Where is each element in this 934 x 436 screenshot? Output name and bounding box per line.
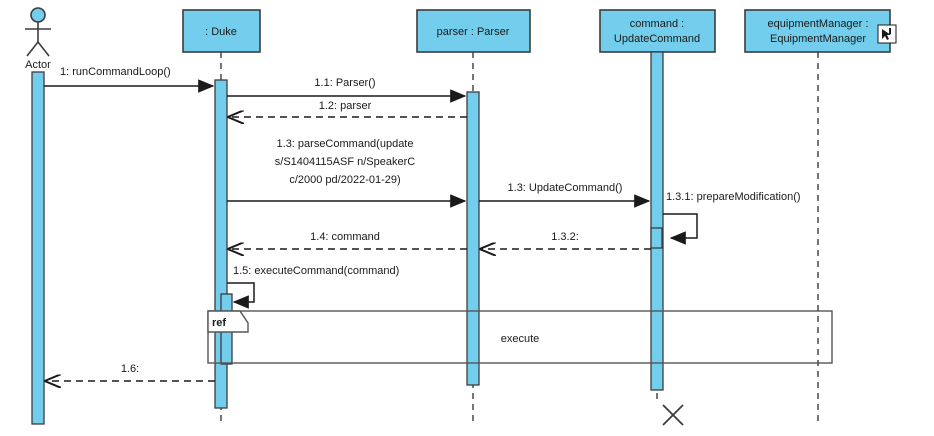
duke-label: : Duke [205, 26, 237, 38]
command-destruction-marker [662, 404, 684, 426]
message-execute-command-arrow [227, 282, 255, 309]
fragment-ref-execute[interactable]: ref execute [207, 310, 833, 364]
command-activation-bar[interactable] [650, 51, 664, 391]
actor-activation-bar[interactable] [31, 71, 45, 425]
command-header-box[interactable] [599, 9, 716, 53]
message-update-command-constructor-label: 1.3: UpdateCommand() [508, 182, 623, 194]
message-command-return[interactable]: 1.4: command [229, 231, 467, 249]
message-prepare-modification-label: 1.3.1: prepareModification() [666, 191, 801, 203]
duke-header-box[interactable] [182, 9, 261, 53]
message-parser-return[interactable]: 1.2: parser [229, 100, 467, 117]
message-update-command-return-label: 1.3.2: [551, 231, 579, 243]
message-prepare-modification-arrow [663, 213, 698, 245]
message-parse-command[interactable]: 1.3: parseCommand(update s/S1404115ASF n… [227, 138, 467, 208]
fragment-ref-execute-operator: ref [212, 317, 226, 329]
actor-leg-right-icon [37, 41, 50, 57]
message-execute-command-label: 1.5: executeCommand(command) [233, 265, 399, 277]
message-command-return-label: 1.4: command [310, 231, 380, 243]
message-loop-return-label: 1.6: [121, 363, 139, 375]
participant-actor[interactable]: Actor [25, 7, 51, 425]
message-run-command-loop-label: 1: runCommandLoop() [60, 66, 171, 78]
message-parser-return-label: 1.2: parser [319, 100, 372, 112]
participant-parser[interactable]: parser : Parser [416, 9, 531, 426]
message-update-command-return[interactable]: 1.3.2: [481, 231, 651, 249]
actor-leg-left-icon [26, 41, 39, 57]
participant-command[interactable]: command : UpdateCommand [599, 9, 716, 426]
command-nested-activation-bar[interactable] [650, 227, 663, 249]
parser-label: parser : Parser [437, 26, 510, 38]
actor-head-icon [30, 7, 46, 23]
fragment-ref-execute-tab [207, 310, 249, 333]
command-label-line2: UpdateCommand [614, 33, 700, 45]
message-prepare-modification[interactable]: 1.3.1: prepareModification() [663, 191, 801, 245]
fragment-ref-execute-box [207, 310, 833, 364]
fragment-ref-execute-body-label: execute [501, 333, 540, 345]
actor-label: Actor [25, 59, 51, 71]
message-parser-constructor[interactable]: 1.1: Parser() [227, 77, 467, 103]
message-parse-command-label-line3: c/2000 pd/2022-01-29) [289, 174, 400, 186]
message-update-command-constructor[interactable]: 1.3: UpdateCommand() [479, 182, 651, 208]
message-parse-command-label-line1: 1.3: parseCommand(update [277, 138, 414, 150]
message-execute-command[interactable]: 1.5: executeCommand(command) [227, 265, 399, 309]
message-parse-command-label-line2: s/S1404115ASF n/SpeakerC [275, 156, 415, 168]
equipment-manager-label-line1: equipmentManager : [768, 18, 869, 30]
command-label-line1: command : [630, 18, 684, 30]
message-run-command-loop[interactable]: 1: runCommandLoop() [44, 66, 215, 93]
message-loop-return[interactable]: 1.6: [46, 363, 215, 381]
parser-activation-bar[interactable] [466, 91, 480, 386]
mouse-pointer-cursor [877, 24, 897, 44]
message-parser-constructor-label: 1.1: Parser() [314, 77, 375, 89]
equipment-manager-label-line2: EquipmentManager [770, 33, 866, 45]
equipment-manager-header-box[interactable] [744, 9, 891, 53]
